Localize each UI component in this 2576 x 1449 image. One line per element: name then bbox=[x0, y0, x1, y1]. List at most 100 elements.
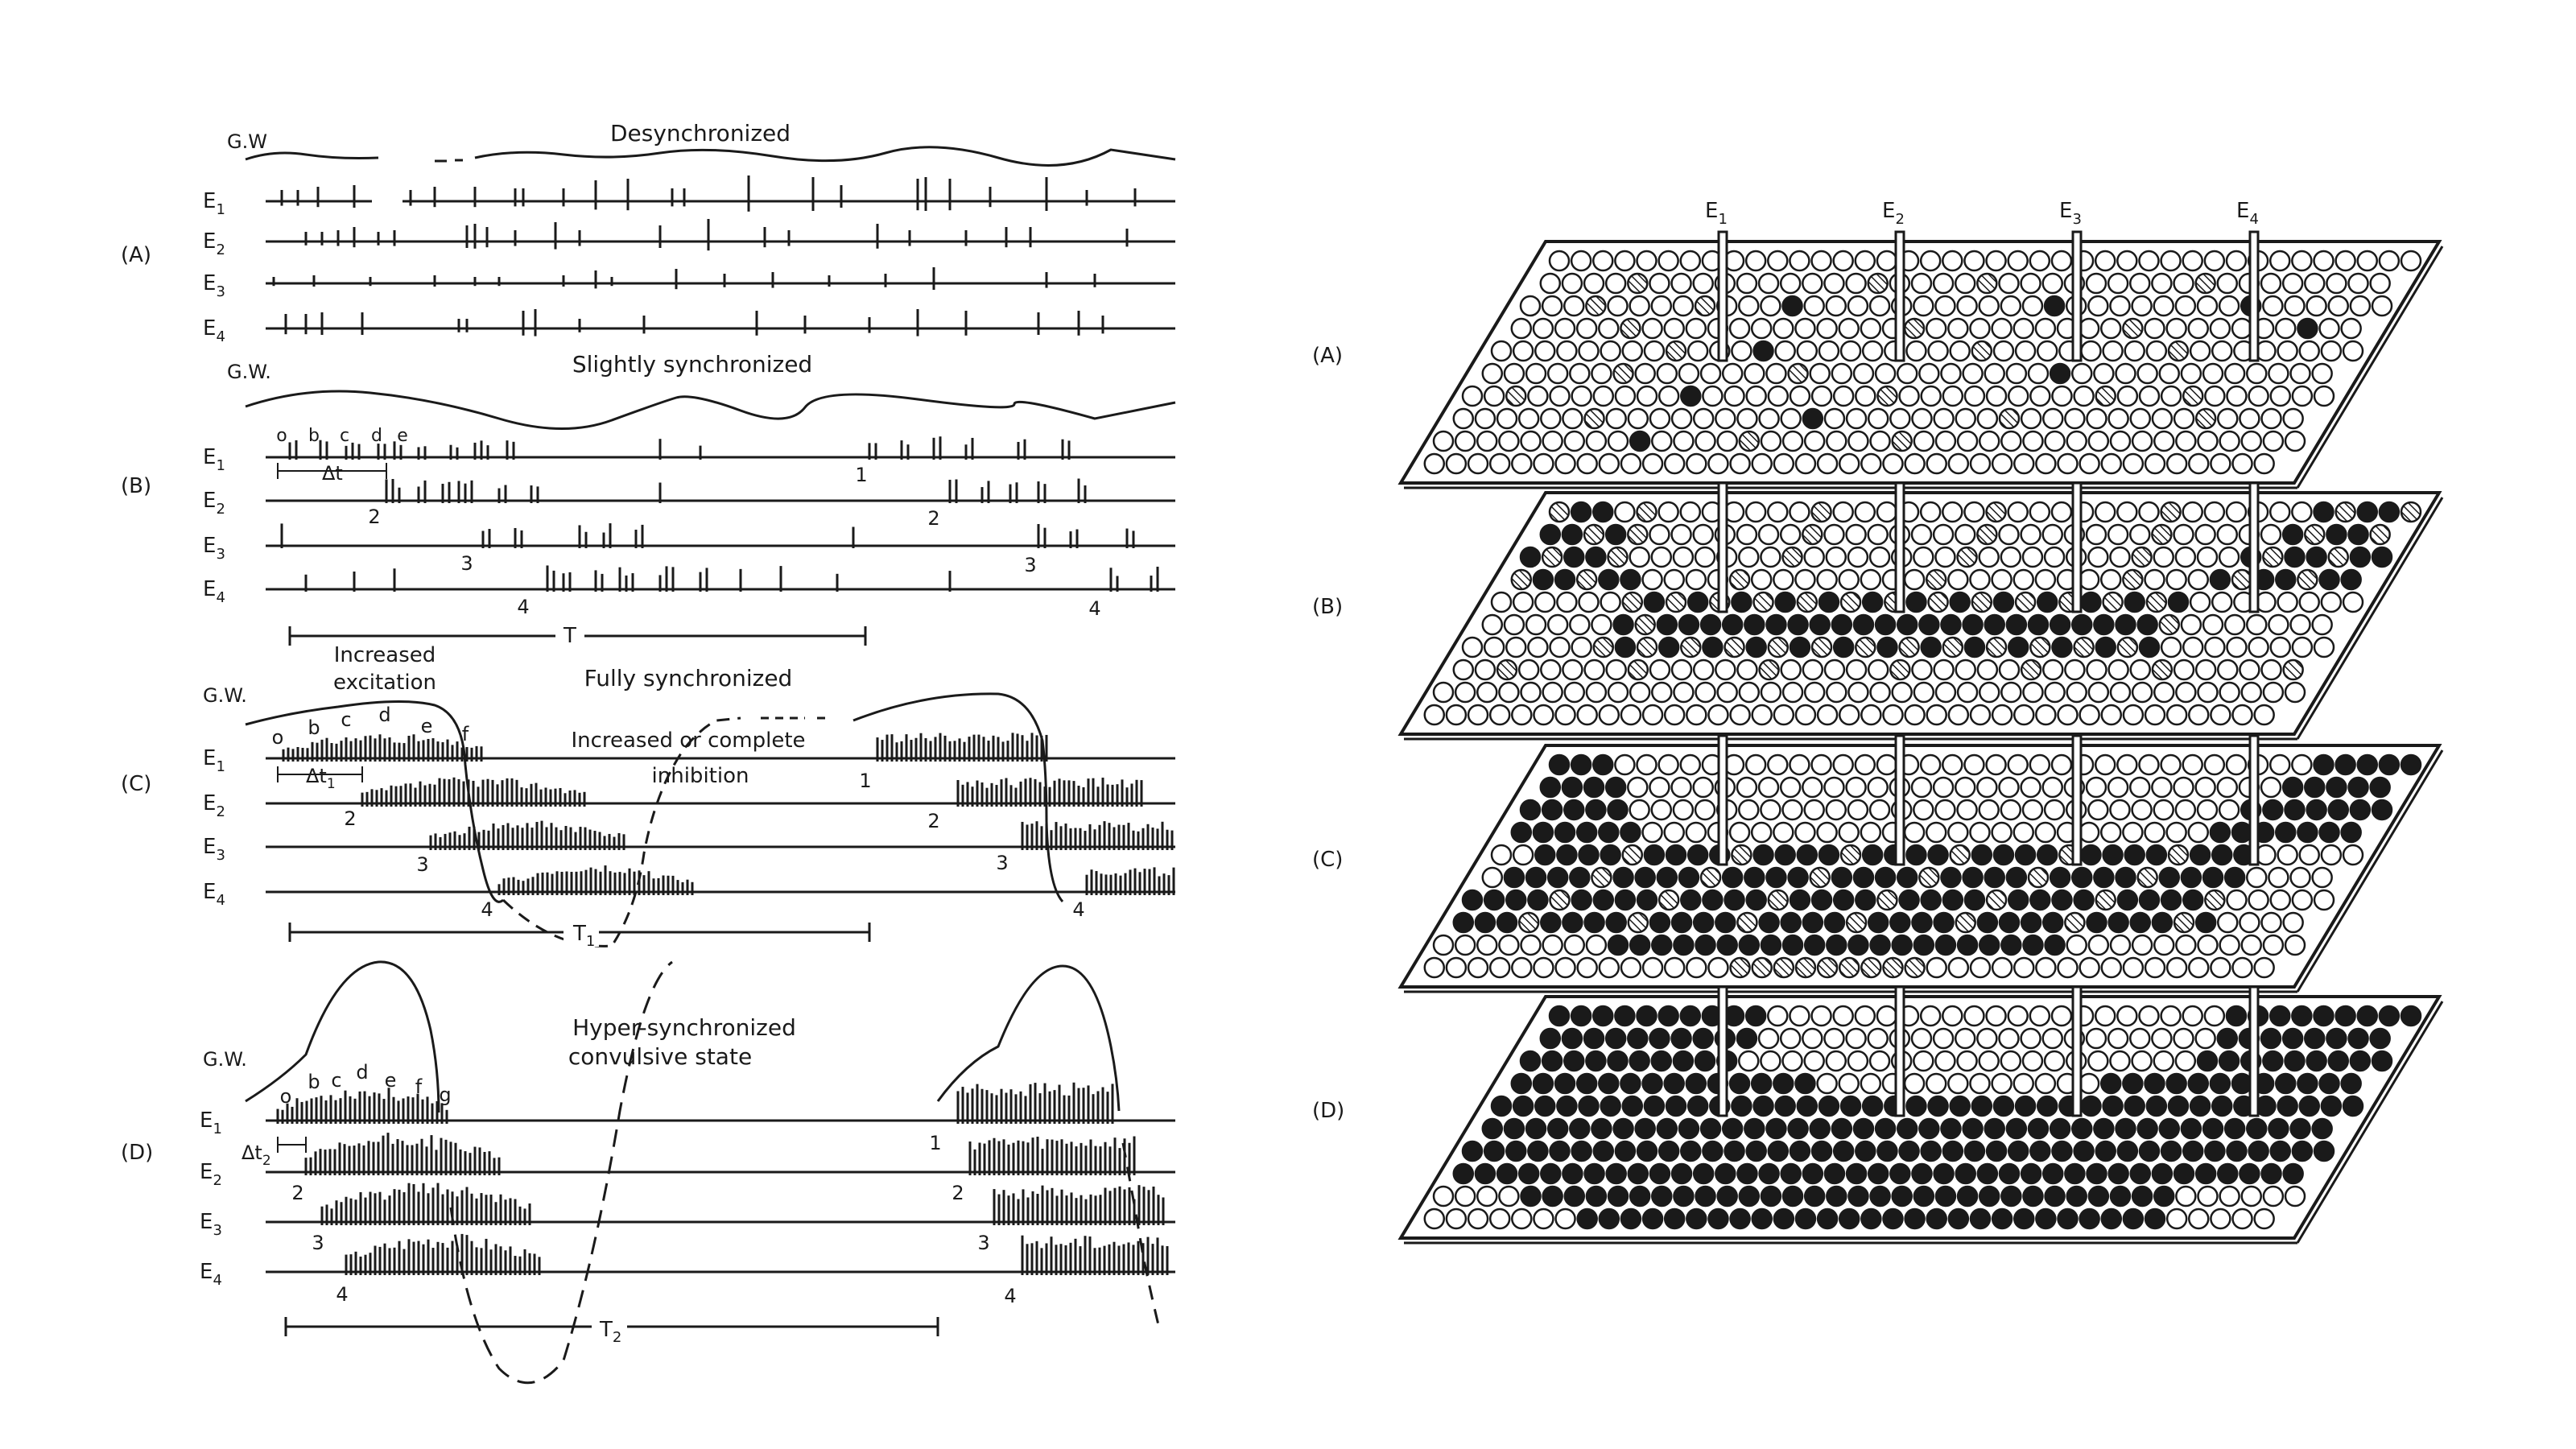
neuron-cell bbox=[2020, 523, 2041, 546]
neuron-cell bbox=[2066, 1185, 2087, 1208]
neuron-cell bbox=[1692, 1162, 1715, 1185]
neuron-cell bbox=[1496, 407, 1518, 430]
neuron-cell bbox=[1716, 681, 1738, 704]
panel-c-traces: (C)G.W.Fully synchronizedIncreasedexcita… bbox=[121, 643, 1175, 950]
neuron-cell bbox=[2109, 799, 2131, 821]
neuron-cell bbox=[1656, 1117, 1678, 1140]
neuron-cell bbox=[2202, 1117, 2224, 1140]
neuron-cell bbox=[1686, 1095, 1709, 1117]
neuron-cell bbox=[1583, 1027, 1605, 1050]
neuron-cell bbox=[1934, 1050, 1956, 1072]
neuron-cell bbox=[1540, 407, 1562, 430]
neuron-cell bbox=[1810, 889, 1833, 911]
neuron-cell bbox=[1903, 1072, 1926, 1095]
neuron-cell bbox=[2005, 613, 2028, 636]
neuron-cell bbox=[1998, 1027, 2020, 1050]
neuron-cell bbox=[1918, 1117, 1940, 1140]
neuron-cell bbox=[1461, 889, 1484, 911]
neuron-cell bbox=[2209, 317, 2231, 340]
neuron-cell bbox=[1985, 889, 2008, 911]
neuron-cell bbox=[1767, 385, 1790, 407]
neuron-cell bbox=[1752, 1095, 1774, 1117]
neuron-cell bbox=[1649, 658, 1671, 681]
neuron-cell bbox=[1976, 1162, 1999, 1185]
electrode-label-e3: E3 bbox=[2059, 199, 2082, 228]
neuron-cell bbox=[1548, 250, 1571, 272]
neuron-cell bbox=[1889, 1162, 1911, 1185]
neuron-cell bbox=[1542, 1185, 1563, 1208]
neuron-cell bbox=[1692, 523, 1714, 546]
neuron-cell bbox=[1569, 866, 1591, 889]
neuron-cell bbox=[1825, 1050, 1847, 1072]
neuron-cell bbox=[1556, 844, 1578, 866]
neuron-cell bbox=[1781, 934, 1804, 956]
neuron-cell bbox=[1773, 317, 1794, 340]
neuron-cell bbox=[1729, 452, 1751, 475]
neuron-cell bbox=[2210, 704, 2231, 726]
neuron-cell bbox=[1991, 821, 2013, 844]
neuron-cell bbox=[1729, 956, 1751, 979]
neuron-cell bbox=[1963, 1140, 1986, 1162]
neuron-cell bbox=[2124, 340, 2145, 362]
neuron-cell bbox=[1823, 1027, 1845, 1050]
neuron-cell bbox=[2064, 1162, 2086, 1185]
neuron-cell bbox=[2095, 385, 2116, 407]
neuron-cell bbox=[1802, 272, 1823, 295]
neuron-cell bbox=[2116, 1005, 2138, 1027]
neuron-cell bbox=[1548, 753, 1571, 776]
neuron-cell bbox=[2131, 1050, 2153, 1072]
neuron-cell bbox=[2036, 591, 2058, 613]
neuron-cell bbox=[2160, 501, 2182, 523]
neuron-cell bbox=[1649, 1162, 1671, 1185]
panel-d-title: convulsive state bbox=[568, 1043, 752, 1070]
neuron-cell bbox=[1760, 681, 1782, 704]
neuron-cell bbox=[2327, 546, 2349, 568]
neuron-cell bbox=[1861, 844, 1884, 866]
neuron-cell bbox=[2165, 317, 2187, 340]
neuron-cell bbox=[1992, 591, 2015, 613]
neuron-cell bbox=[1670, 658, 1693, 681]
neuron-cell bbox=[1604, 272, 1627, 295]
panel-a-gw-trace bbox=[245, 146, 1176, 167]
panel-d-gw-wave-dashed bbox=[449, 960, 673, 1385]
panel-d-electrode-label: E2 bbox=[200, 1160, 222, 1189]
neuron-cell bbox=[1503, 1117, 1525, 1140]
neuron-cell bbox=[2281, 1027, 2304, 1050]
neuron-cell bbox=[2320, 844, 2343, 866]
neuron-cell bbox=[1607, 1050, 1629, 1072]
neuron-cell bbox=[2013, 568, 2034, 591]
neuron-cell bbox=[1483, 1140, 1505, 1162]
neuron-cell bbox=[2005, 1117, 2028, 1140]
neuron-cell bbox=[1562, 911, 1583, 934]
neuron-cell bbox=[2334, 753, 2356, 776]
panel-c-burst-letter: d bbox=[378, 704, 390, 726]
neuron-cell bbox=[2371, 546, 2393, 568]
neuron-cell bbox=[2151, 523, 2173, 546]
neuron-cell bbox=[1920, 636, 1942, 658]
neuron-cell bbox=[2034, 1072, 2057, 1095]
neuron-cell bbox=[2145, 844, 2168, 866]
neuron-cell bbox=[2013, 704, 2035, 726]
neuron-cell bbox=[1716, 1185, 1738, 1208]
neuron-cell bbox=[1636, 889, 1658, 911]
neuron-cell bbox=[2116, 250, 2138, 272]
neuron-cell bbox=[2144, 1208, 2166, 1230]
neuron-cell bbox=[1831, 362, 1853, 385]
neuron-cell bbox=[2093, 362, 2115, 385]
neuron-cell bbox=[1809, 866, 1831, 889]
neuron-cell bbox=[1503, 362, 1525, 385]
neuron-cell bbox=[1868, 546, 1891, 568]
neuron-cell bbox=[1694, 546, 1716, 568]
neuron-cell bbox=[2085, 523, 2107, 546]
electrode-label-e4: E4 bbox=[2236, 199, 2259, 228]
neuron-cell bbox=[2225, 753, 2248, 776]
neuron-cell bbox=[2248, 636, 2269, 658]
neuron-cell bbox=[2194, 1162, 2217, 1185]
neuron-cell bbox=[1867, 407, 1889, 430]
neuron-cell bbox=[1963, 501, 1985, 523]
neuron-cell bbox=[2050, 250, 2073, 272]
neuron-cell bbox=[2079, 452, 2100, 475]
neuron-cell bbox=[2044, 1185, 2066, 1208]
neuron-cell bbox=[1998, 658, 2021, 681]
